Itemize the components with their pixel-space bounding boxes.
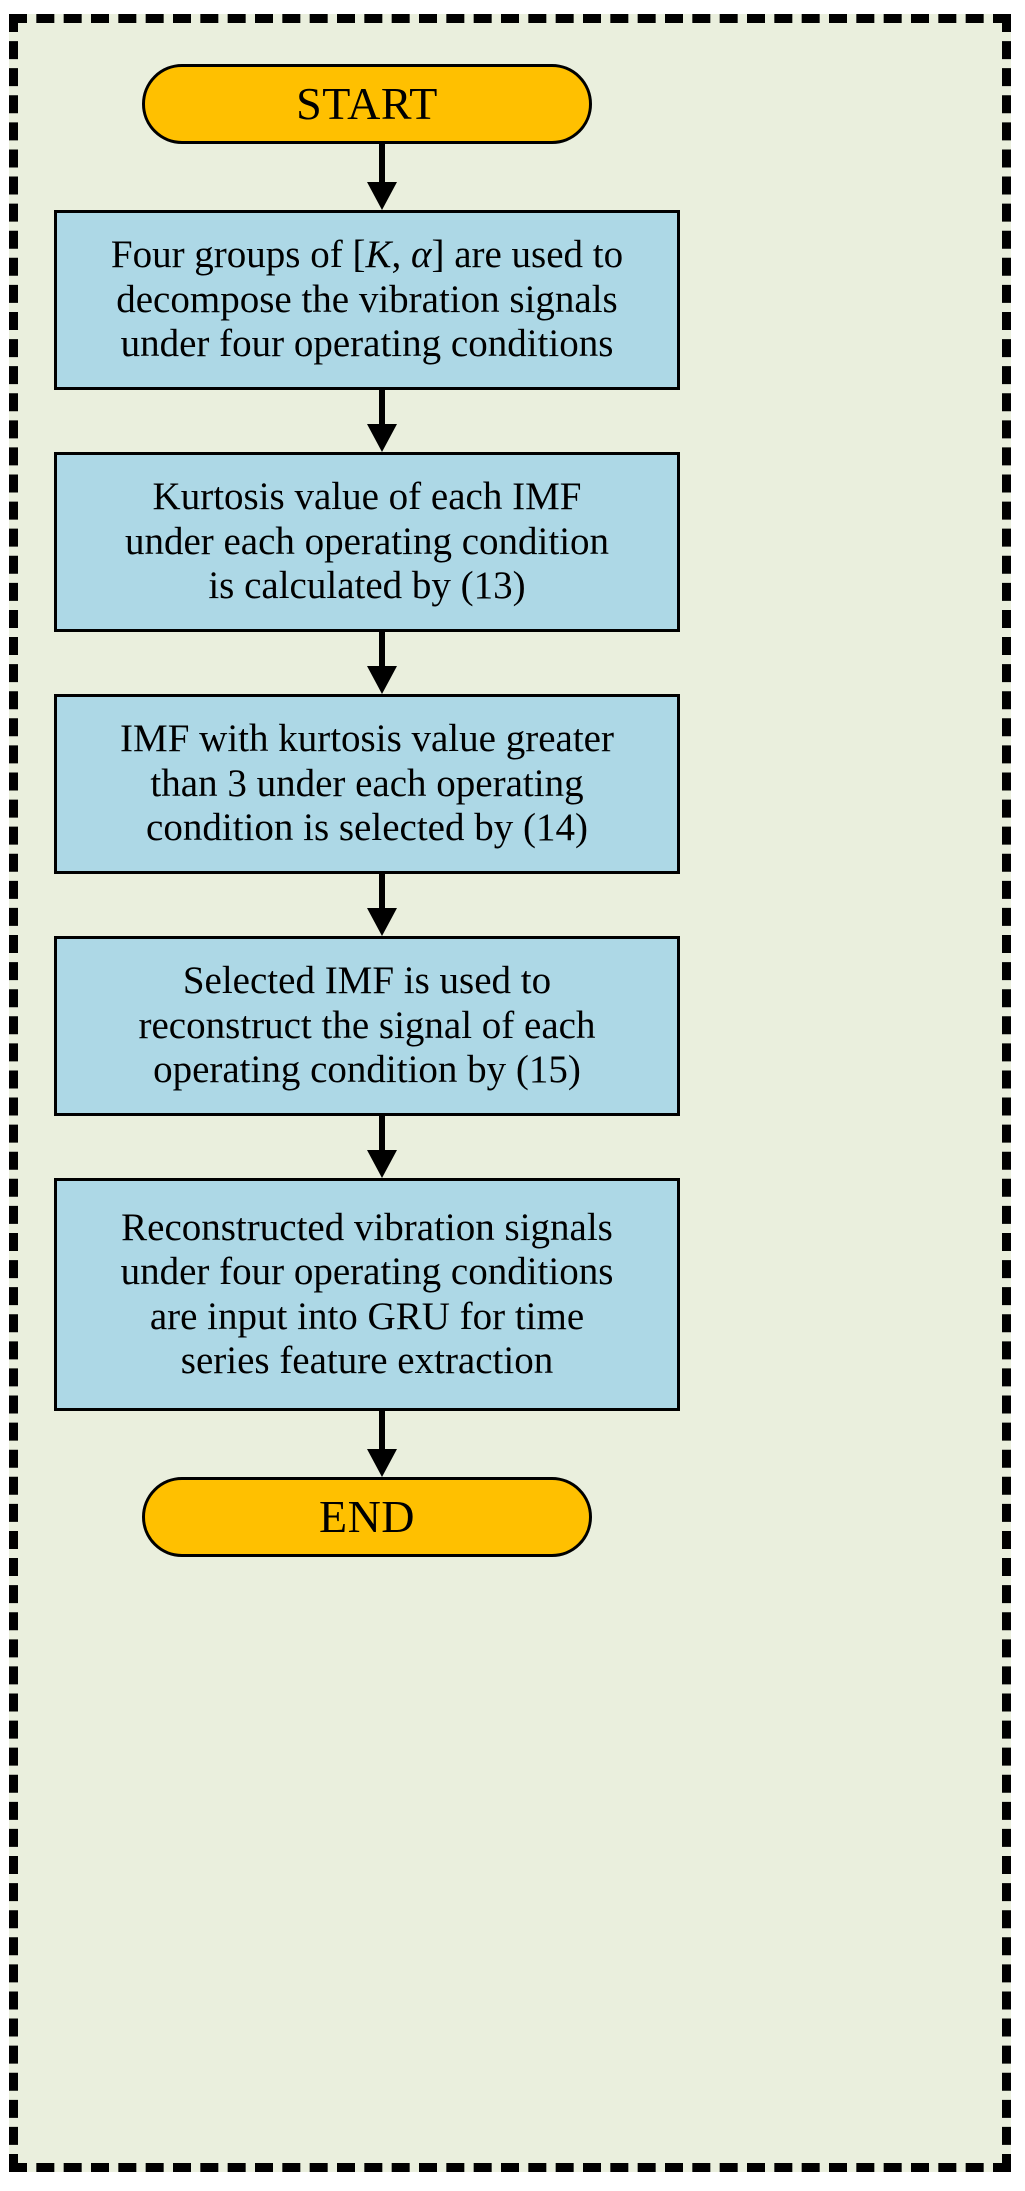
arrowhead-icon <box>367 1150 397 1178</box>
line-2: than 3 under each operating <box>150 762 583 805</box>
line-1: Kurtosis value of each IMF <box>153 475 582 518</box>
connector-shaft <box>379 1411 385 1450</box>
text-run: Kurtosis value of each IMF <box>152 475 582 519</box>
text-run: decompose the vibration signals <box>116 277 618 321</box>
line-1: Four groups of [K, α] are used to <box>111 233 623 276</box>
line-2: under each operating condition <box>125 520 609 563</box>
connector-shaft <box>379 390 385 425</box>
line-3: operating condition by (15) <box>153 1048 581 1091</box>
text-run: under each operating condition <box>124 519 610 563</box>
arrowhead-icon <box>367 1449 397 1477</box>
text-run: reconstruct the signal of each <box>138 1003 596 1047</box>
line-2: decompose the vibration signals <box>116 278 617 321</box>
arrowhead-icon <box>367 424 397 452</box>
text-run: than 3 under each operating <box>150 761 584 805</box>
arrowhead-icon <box>367 666 397 694</box>
line-2: under four operating conditions <box>121 1250 614 1293</box>
line-2: reconstruct the signal of each <box>139 1004 596 1047</box>
symbol-alpha: α <box>410 233 432 277</box>
text-run: IMF with kurtosis value greater <box>120 717 614 761</box>
text-run: condition is selected by (14) <box>146 806 588 850</box>
node-end[interactable]: END <box>142 1477 592 1557</box>
text-run: operating condition by (15) <box>153 1048 581 1092</box>
node-start-label: START <box>296 78 438 129</box>
line-3: under four operating conditions <box>121 322 614 365</box>
text-run: is calculated by (13) <box>208 564 526 608</box>
connector-shaft <box>379 144 385 183</box>
text-run: under four operating conditions <box>120 322 614 366</box>
node-end-label: END <box>318 1491 416 1542</box>
text-run: Selected IMF is used to <box>182 959 552 1003</box>
text-run: under four operating conditions <box>120 1250 614 1294</box>
connector-step5-to-end <box>367 1411 397 1477</box>
connector-shaft <box>379 632 385 667</box>
connector-step4-to-step5 <box>367 1116 397 1178</box>
text-run: Reconstructed vibration signals <box>121 1205 613 1249</box>
arrowhead-icon <box>367 182 397 210</box>
line-4: series feature extraction <box>181 1339 553 1382</box>
line-3: condition is selected by (14) <box>146 806 588 849</box>
connector-shaft <box>379 1116 385 1151</box>
line-1: Selected IMF is used to <box>183 959 551 1002</box>
text-run: ] are used to <box>431 233 624 277</box>
connector-shaft <box>379 874 385 909</box>
line-3: are input into GRU for time <box>150 1295 584 1338</box>
text-run: , <box>391 233 411 277</box>
node-start[interactable]: START <box>142 64 592 144</box>
arrowhead-icon <box>367 908 397 936</box>
connector-step1-to-step2 <box>367 390 397 452</box>
text-run: are input into GRU for time <box>149 1294 585 1338</box>
line-1: Reconstructed vibration signals <box>121 1206 613 1249</box>
text-run: series feature extraction <box>180 1338 554 1382</box>
connector-start-to-step1 <box>367 144 397 210</box>
connector-step2-to-step3 <box>367 632 397 694</box>
symbol-K: K <box>365 233 392 277</box>
line-3: is calculated by (13) <box>208 564 525 607</box>
connector-step3-to-step4 <box>367 874 397 936</box>
line-1: IMF with kurtosis value greater <box>120 717 614 760</box>
text-run: Four groups of [ <box>110 233 366 277</box>
